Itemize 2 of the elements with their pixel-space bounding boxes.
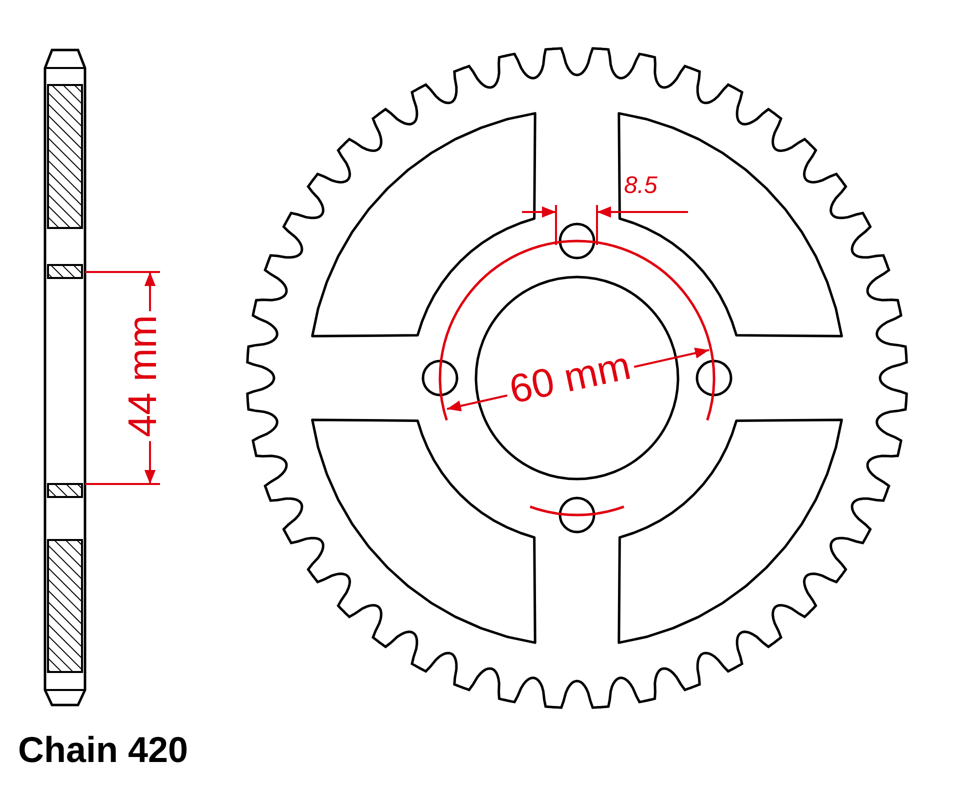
- dimension-value: 8.5: [624, 174, 658, 198]
- chain-size-label: Chain 420: [18, 732, 188, 768]
